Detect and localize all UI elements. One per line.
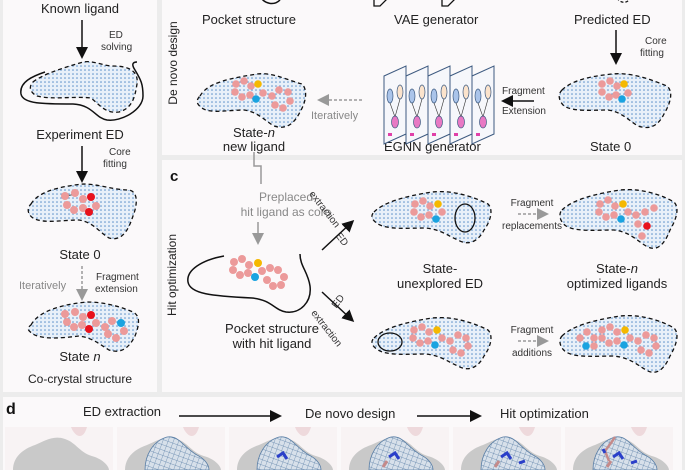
structure-frame-4 [341, 427, 449, 470]
iteratively-b-label: Iteratively [311, 110, 359, 122]
egnn-generator-icon [383, 65, 495, 145]
ed-solving-label-1: ED [109, 30, 123, 41]
fragment-extension-b-1: Fragment [502, 86, 545, 97]
panel-d-letter: d [6, 401, 16, 418]
unexplored-bottom-blob-icon [371, 316, 492, 370]
egnn-frame-icon [383, 65, 407, 145]
hit-ligand-icon [229, 255, 288, 290]
egnn-frame-icon [427, 65, 451, 145]
fragment-replacements-1: Fragment [510, 198, 554, 209]
step-hit-optimization: Hit optimization [500, 406, 589, 421]
panel-b: De novo design Pocket structure VAE gene… [162, 0, 682, 155]
panel-a-graphics [20, 20, 144, 352]
unexplored-region-top-icon [454, 203, 476, 233]
pocket-structure-label: Pocket structure [202, 12, 296, 27]
state-n-b-ligand-icon [231, 77, 294, 112]
state-0-b-label: State 0 [590, 139, 632, 154]
structure-frame-3 [229, 427, 337, 470]
state-n-c-prefix: State- [596, 261, 631, 276]
structure-frame-5 [453, 427, 561, 470]
panel-c-graphics [187, 152, 678, 373]
state-n-c-var: n [630, 261, 638, 276]
structure-frame-6 [565, 427, 673, 470]
egnn-frame-icon [449, 65, 473, 145]
state-n-prefix: State [59, 349, 94, 364]
predicted-ed-label: Predicted ED [574, 12, 651, 27]
state-n-b-label: State-n [224, 126, 284, 140]
state-n-ligand-icon [61, 308, 128, 342]
optimized-top-ligand-icon [595, 196, 658, 240]
pocket-top-icon [262, 0, 281, 5]
pocket-hit-outline-icon [187, 253, 311, 313]
pocket-with-hit-label-1: Pocket structure [225, 321, 319, 336]
density-blob-icon [29, 60, 138, 113]
state-n-b-prefix: State- [233, 125, 268, 140]
optimized-ligands-label: optimized ligands [566, 276, 668, 291]
pocket-outline-icon [20, 61, 144, 121]
panel-d: d ED extraction De novo design Hit optim… [3, 397, 682, 470]
pocket-with-hit-label-2: with hit ligand [232, 336, 312, 351]
panel-d-graphics [5, 410, 673, 470]
state-0-ligand-icon [61, 189, 100, 216]
fragment-additions-2: additions [511, 348, 553, 359]
fragment-extension-label-2: extension [95, 284, 138, 295]
state-n-b-var: n [267, 125, 275, 140]
vae-box-icon-2 [441, 0, 455, 7]
arrow-ed-extraction-bottom [321, 291, 355, 323]
vae-box-icon-1 [373, 0, 387, 7]
state-n-c-label: State-n [552, 262, 682, 276]
connector-line [253, 152, 262, 184]
fragment-extension-label-1: Fragment [96, 272, 139, 283]
co-crystal-label: Co-crystal structure [27, 372, 133, 386]
panel-a: Known ligand ED solving Experiment ED Co… [3, 0, 157, 392]
panel-c-letter: c [170, 168, 179, 185]
fragment-extension-b-2: Extension [502, 106, 546, 117]
fragment-replacements-2: replacements [501, 221, 563, 232]
known-ligand-label: Known ligand [40, 1, 120, 16]
unexplored-top-ligand-icon [410, 197, 446, 223]
unexplored-region-bottom-icon [377, 332, 403, 352]
structure-frame-2 [117, 427, 225, 470]
state-unexplored-label-1: State- [422, 261, 458, 276]
egnn-frame-icon [405, 65, 429, 145]
vae-generator-label: VAE generator [394, 12, 479, 27]
ed-solving-label-2: solving [101, 42, 133, 53]
experiment-ed-label: Experiment ED [36, 127, 124, 142]
predicted-ed-top-icon [617, 0, 630, 3]
structure-frame-1 [5, 427, 113, 470]
state-unexplored-label-2: unexplored ED [397, 276, 483, 291]
unexplored-bottom-ligand-icon [409, 323, 472, 357]
fragment-additions-1: Fragment [510, 325, 554, 336]
core-fitting-b-1: Core [645, 36, 667, 47]
state-n-label: State n [3, 350, 157, 364]
preplaced-label-2: hit ligand as core [240, 205, 332, 219]
panel-b-graphics [196, 0, 672, 145]
state-n-var: n [93, 349, 101, 364]
iteratively-label: Iteratively [19, 280, 67, 292]
egnn-frame-icon [471, 65, 495, 145]
step-ed-extraction: ED extraction [83, 404, 162, 419]
optimized-bottom-ligand-icon [576, 323, 660, 357]
preplaced-label-1: Preplaced [258, 190, 314, 204]
state-0-b-blob-icon [558, 73, 672, 129]
new-ligand-label: new ligand [222, 139, 286, 154]
state-0-label: State 0 [59, 247, 101, 262]
panel-c: c Hit optimization Preplaced hit ligand … [162, 152, 682, 392]
arrow-ed-extraction-top [321, 219, 355, 251]
core-fitting-b-2: fitting [640, 48, 664, 59]
core-fitting-label-2: fitting [103, 159, 127, 170]
step-de-novo-design: De novo design [305, 406, 396, 421]
state-0-b-ligand-icon [598, 77, 632, 103]
core-fitting-label-1: Core [109, 147, 131, 158]
